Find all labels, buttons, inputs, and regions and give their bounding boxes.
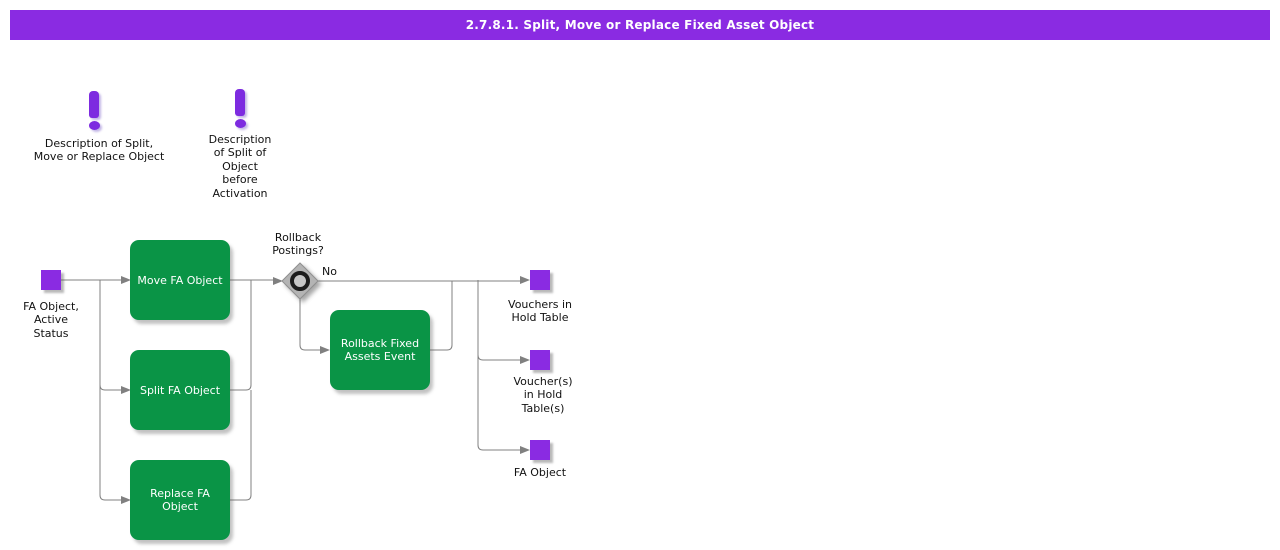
exclamation-icon[interactable] bbox=[232, 89, 248, 128]
start-event-label: FA Object, Active Status bbox=[23, 300, 79, 340]
end-event-label: Vouchers in Hold Table bbox=[508, 298, 572, 325]
exclamation-bar bbox=[89, 91, 99, 118]
end-event-vouchers-in-hold-table[interactable] bbox=[530, 270, 550, 290]
process-replace-fa-object[interactable]: Replace FA Object bbox=[130, 460, 230, 540]
annotation-split-before-activation: Description of Split of Object before Ac… bbox=[208, 133, 272, 200]
exclamation-dot bbox=[234, 119, 246, 128]
arrowheads bbox=[121, 276, 530, 504]
process-rollback-fixed-assets-event[interactable]: Rollback Fixed Assets Event bbox=[330, 310, 430, 390]
title-bar: 2.7.8.1. Split, Move or Replace Fixed As… bbox=[10, 10, 1270, 40]
exclamation-dot bbox=[88, 121, 100, 130]
process-label: Split FA Object bbox=[139, 383, 221, 397]
process-label: Rollback Fixed Assets Event bbox=[340, 337, 420, 363]
process-split-fa-object[interactable]: Split FA Object bbox=[130, 350, 230, 430]
exclamation-bar bbox=[235, 89, 245, 116]
decision-gateway-icon[interactable] bbox=[277, 258, 323, 304]
page-title: 2.7.8.1. Split, Move or Replace Fixed As… bbox=[465, 18, 815, 32]
annotation-split-move-replace: Description of Split, Move or Replace Ob… bbox=[33, 137, 165, 164]
decision-question-label: Rollback Postings? bbox=[272, 231, 324, 258]
end-event-label: Voucher(s) in Hold Table(s) bbox=[513, 375, 573, 415]
process-label: Replace FA Object bbox=[150, 487, 210, 513]
end-event-fa-object[interactable] bbox=[530, 440, 550, 460]
decision-no-branch-label: No bbox=[322, 265, 337, 278]
process-label: Move FA Object bbox=[137, 273, 223, 287]
end-event-label: FA Object bbox=[513, 466, 567, 479]
start-event-fa-object[interactable] bbox=[41, 270, 61, 290]
end-event-vouchers-in-hold-tables[interactable] bbox=[530, 350, 550, 370]
process-move-fa-object[interactable]: Move FA Object bbox=[130, 240, 230, 320]
exclamation-icon[interactable] bbox=[86, 91, 102, 130]
